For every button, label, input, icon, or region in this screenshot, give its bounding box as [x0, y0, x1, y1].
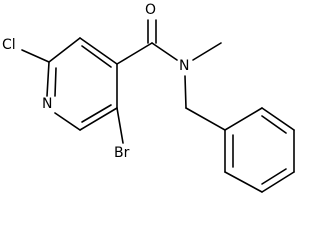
- bond-carbonyl-n: [151, 42, 178, 61]
- bond-c5-br: [116, 107, 124, 144]
- bond-ch2-phenyl: [185, 107, 226, 131]
- molecule-skeleton: [21, 19, 295, 193]
- bond-ph-5-6: [224, 171, 263, 193]
- bond-c3-c4-inner: [81, 45, 112, 68]
- bond-c2-c3: [48, 37, 81, 63]
- bond-ph-4-5: [261, 171, 295, 193]
- bond-ph-4-5-inner: [261, 168, 287, 185]
- amide-nitrogen-label: N: [178, 58, 191, 74]
- bromine-label: Br: [113, 145, 131, 161]
- bond-ph-2-3-inner: [261, 115, 287, 134]
- bond-c3-c4: [79, 37, 118, 65]
- bond-c4-carbonyl: [116, 42, 153, 65]
- bond-c5-c6-inner: [81, 104, 112, 123]
- bond-c6-n1: [54, 112, 81, 131]
- bond-ph-1-2: [224, 107, 263, 131]
- bond-n1-c2: [46, 61, 50, 97]
- structure-diagram: Cl N Br O N: [1, 2, 295, 193]
- bond-n1-c2-inner: [54, 67, 57, 97]
- bond-ph-2-3: [261, 107, 295, 131]
- bond-c5-c6: [79, 107, 118, 131]
- chlorine-label: Cl: [1, 37, 17, 53]
- pyridine-nitrogen-label: N: [41, 96, 54, 112]
- bond-c2-cl: [21, 49, 50, 63]
- bond-n-ch2: [184, 75, 187, 109]
- bond-n-methyl: [192, 42, 222, 61]
- oxygen-label: O: [144, 2, 158, 18]
